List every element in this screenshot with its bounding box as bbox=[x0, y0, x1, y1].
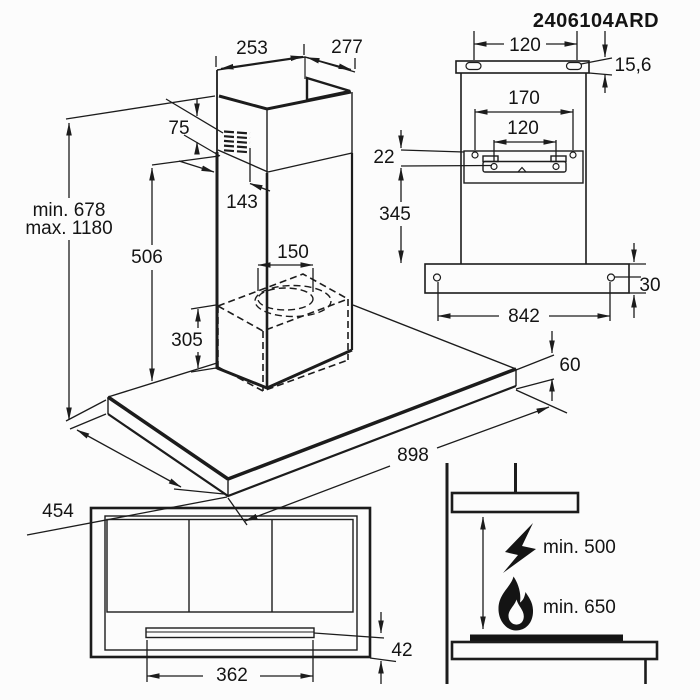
svg-text:22: 22 bbox=[373, 147, 394, 168]
svg-text:143: 143 bbox=[226, 192, 258, 213]
svg-text:max. 1180: max. 1180 bbox=[25, 218, 112, 239]
clearance-view: min. 500 min. 650 bbox=[445, 463, 659, 684]
dim-canopy-thickness: 60 bbox=[515, 331, 581, 401]
dim-front-trim-height: 42 bbox=[313, 612, 413, 684]
chimney-outline bbox=[215, 56, 356, 390]
svg-text:min. 678: min. 678 bbox=[33, 200, 106, 221]
lightning-icon bbox=[503, 523, 536, 573]
vent-grille bbox=[223, 130, 251, 154]
gas-clearance-label: min. 650 bbox=[543, 597, 616, 618]
svg-text:120: 120 bbox=[509, 35, 541, 56]
dim-grille-height: 75 bbox=[165, 98, 224, 157]
svg-text:120: 120 bbox=[507, 118, 539, 139]
electric-clearance-label: min. 500 bbox=[543, 537, 616, 558]
svg-text:30: 30 bbox=[639, 275, 660, 296]
svg-text:170: 170 bbox=[508, 88, 540, 109]
bottom-view: 362 42 bbox=[89, 506, 413, 686]
svg-text:60: 60 bbox=[559, 355, 580, 376]
hood-underside-outline bbox=[89, 506, 372, 659]
dim-lower-section: 506 bbox=[131, 155, 220, 382]
dim-canopy-hole-spacing: 842 bbox=[437, 282, 611, 327]
duct-collar-hidden bbox=[254, 284, 332, 318]
svg-text:454: 454 bbox=[42, 501, 74, 522]
perspective-view: 253 277 75 143 506 bbox=[25, 37, 581, 536]
svg-text:898: 898 bbox=[397, 445, 429, 466]
dim-upper-section: 143 bbox=[178, 148, 271, 213]
dim-bracket-hole-spacing: 120 bbox=[493, 118, 557, 162]
dim-slot-spacing: 120 bbox=[473, 31, 578, 60]
flame-icon bbox=[498, 576, 534, 631]
svg-text:842: 842 bbox=[508, 306, 540, 327]
svg-text:150: 150 bbox=[277, 242, 309, 263]
dim-motor-box-height: 305 bbox=[171, 304, 217, 373]
dim-control-panel-width: 362 bbox=[146, 640, 314, 686]
dim-slot-offset: 15,6 bbox=[580, 31, 652, 93]
svg-text:75: 75 bbox=[168, 118, 189, 139]
motor-box-hidden bbox=[217, 273, 349, 392]
svg-text:15,6: 15,6 bbox=[615, 55, 652, 76]
svg-text:42: 42 bbox=[391, 640, 412, 661]
dim-total-height: min. 678 max. 1180 bbox=[25, 95, 216, 422]
dim-bracket-to-canopy: 345 bbox=[379, 167, 411, 264]
clearance-structure bbox=[445, 463, 659, 684]
dim-canopy-width: 898 bbox=[227, 389, 568, 526]
svg-text:305: 305 bbox=[171, 330, 203, 351]
dim-bracket-top-offset: 22 bbox=[373, 130, 493, 168]
canopy-slab bbox=[107, 304, 517, 498]
model-number: 2406104ARD bbox=[533, 10, 659, 32]
dim-canopy-plate-thickness: 30 bbox=[615, 243, 661, 318]
wall-bracket bbox=[471, 151, 577, 173]
svg-text:253: 253 bbox=[236, 38, 268, 59]
dim-wall-hole-spacing: 170 bbox=[474, 88, 574, 150]
dim-chimney-top-width: 277 bbox=[306, 37, 363, 71]
rear-view: 120 15,6 170 120 22 bbox=[373, 31, 661, 327]
dim-duct-diameter: 150 bbox=[257, 242, 314, 292]
canopy-rear-plate bbox=[424, 263, 630, 294]
svg-text:362: 362 bbox=[216, 665, 248, 686]
svg-text:506: 506 bbox=[131, 247, 163, 268]
dim-chimney-top-depth: 253 bbox=[215, 38, 305, 70]
svg-text:277: 277 bbox=[331, 37, 363, 58]
chimney-rear-outline bbox=[455, 60, 590, 264]
svg-text:345: 345 bbox=[379, 204, 411, 225]
